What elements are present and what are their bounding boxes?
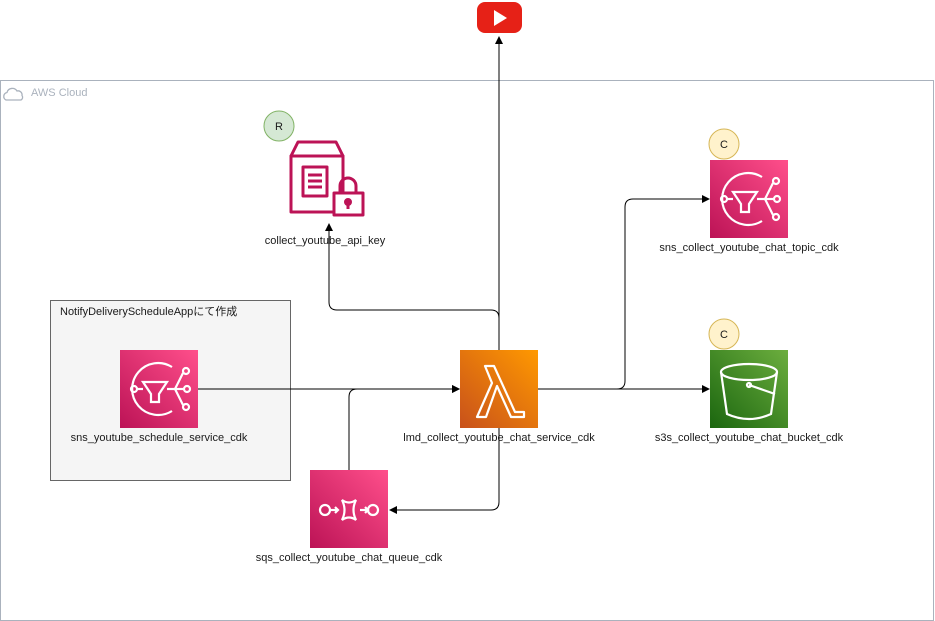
aws-cloud-label: AWS Cloud [31, 87, 88, 99]
s3-bucket-icon[interactable] [710, 350, 788, 428]
secrets-manager-icon[interactable] [289, 140, 365, 217]
sns-schedule-label: sns_youtube_schedule_service_cdk [70, 432, 248, 444]
svg-text:R: R [275, 121, 283, 133]
sqs-queue-label: sqs_collect_youtube_chat_queue_cdk [255, 552, 443, 564]
edge-sqs-to-lambda [348, 385, 460, 470]
badge-c-bucket-icon: C [708, 318, 740, 350]
sns-schedule-icon[interactable] [120, 350, 198, 428]
svg-text:C: C [720, 139, 728, 151]
svg-text:C: C [720, 329, 728, 341]
edge-lambda-to-sns-topic [538, 195, 710, 390]
sns-topic-label: sns_collect_youtube_chat_topic_cdk [659, 242, 839, 254]
cloud-icon [3, 87, 24, 101]
api-key-label: collect_youtube_api_key [264, 235, 386, 247]
sns-topic-icon[interactable] [710, 160, 788, 238]
badge-c-topic-icon: C [708, 128, 740, 160]
notify-app-group-label: NotifyDeliveryScheduleAppにて作成 [60, 306, 238, 318]
connectors [198, 36, 710, 514]
s3-bucket-label: s3s_collect_youtube_chat_bucket_cdk [654, 432, 844, 444]
edge-lambda-to-api-key [325, 223, 500, 350]
badge-r-icon: R [263, 110, 295, 142]
edge-lambda-to-sqs [389, 428, 500, 514]
lambda-icon[interactable] [460, 350, 538, 428]
youtube-icon[interactable] [477, 2, 522, 33]
sqs-queue-icon[interactable] [310, 470, 388, 548]
lambda-label: lmd_collect_youtube_chat_service_cdk [403, 432, 595, 444]
